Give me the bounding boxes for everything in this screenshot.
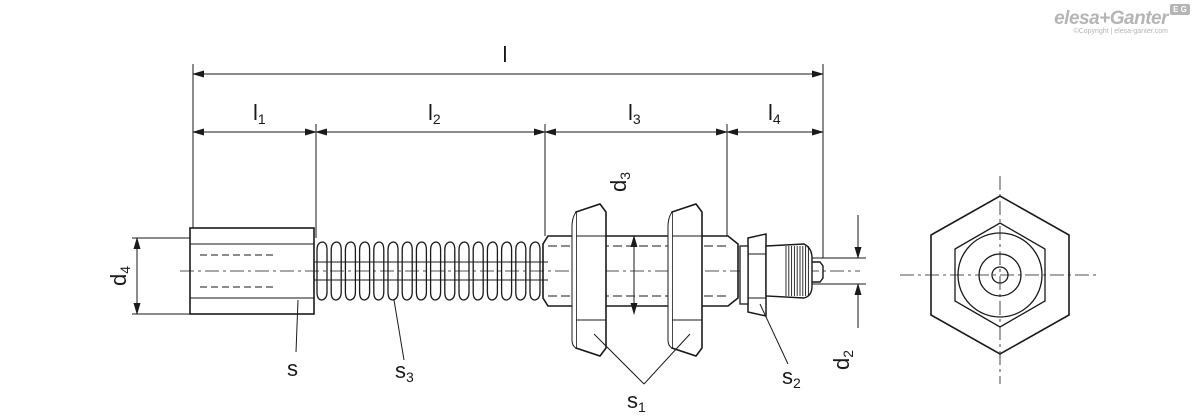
spring-coil [401, 241, 413, 301]
extension-lines [132, 64, 866, 315]
spring-coil [358, 241, 371, 301]
spring-coil [429, 241, 442, 301]
plunger-tip [812, 261, 824, 283]
label-l3: l3 [628, 100, 641, 127]
spring-coil [316, 241, 328, 301]
hexagon-outer [930, 195, 1070, 355]
spring-coil [529, 241, 541, 301]
brand-logo-text: elesa+Ganter [1054, 8, 1168, 29]
spring-coil [458, 241, 470, 301]
label-d4: d4 [106, 266, 133, 286]
leader-lines [295, 299, 789, 385]
label-s2: s2 [782, 364, 801, 391]
brand-logo: elesa+Ganter ©Copyright | elesa-ganter.c… [1054, 8, 1168, 35]
spring-coil [472, 241, 484, 301]
label-d3: d3 [606, 172, 633, 192]
nut-s1-right [667, 203, 703, 357]
spring-s3 [313, 241, 548, 301]
spring-coil [373, 241, 385, 301]
hexagon-inner [954, 222, 1046, 328]
end-view [900, 176, 1100, 384]
label-d2: d2 [829, 350, 856, 370]
spring-coil [486, 241, 499, 301]
nut-s2 [739, 233, 767, 317]
dimension-lines [133, 70, 862, 328]
circle-mid [978, 253, 1022, 297]
circle-inner [991, 266, 1009, 284]
label-s: s [287, 356, 298, 381]
spring-coil [415, 241, 428, 301]
copyright-text: ©Copyright | elesa-ganter.com [1073, 28, 1168, 35]
knurled-head [765, 243, 813, 299]
label-l4: l4 [768, 100, 781, 127]
label-l: l [503, 42, 508, 67]
spring-coil [444, 241, 456, 301]
label-l1: l1 [253, 100, 266, 127]
nut-s1-left [571, 203, 607, 357]
spring-coil [515, 241, 527, 301]
label-s1: s1 [627, 388, 646, 415]
spring-coil [500, 241, 513, 301]
part-labels: s s3 s1 s2 [287, 356, 801, 415]
dimension-labels: l l1 l2 l3 l4 d4 d3 d2 [106, 42, 856, 370]
brand-badge: E G [1170, 4, 1190, 15]
spring-coil [387, 241, 399, 301]
spring-coil [330, 241, 342, 301]
circle-outer [957, 232, 1043, 318]
label-s3: s3 [395, 358, 414, 385]
spring-coil [344, 241, 357, 301]
label-l2: l2 [428, 100, 441, 127]
